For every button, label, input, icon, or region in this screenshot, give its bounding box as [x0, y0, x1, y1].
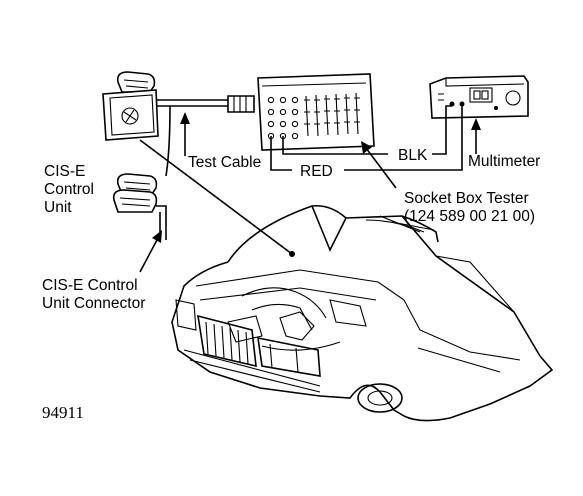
socket-box-tester-icon — [257, 73, 375, 151]
test-cable — [165, 95, 255, 177]
control-unit-connector-icon — [112, 173, 167, 240]
test-cable-label: Test Cable — [188, 154, 261, 171]
svg-text:CIS-E Control: CIS-E Control — [42, 277, 138, 294]
test-cable-arrow-icon — [180, 112, 190, 156]
control-unit-location-line — [139, 139, 295, 257]
connector-label: CIS-E Control Unit Connector — [42, 277, 145, 312]
multimeter-arrow-icon — [471, 118, 481, 154]
multimeter-icon — [429, 75, 529, 119]
connector-arrow-icon — [139, 230, 162, 273]
car-icon — [171, 204, 554, 422]
svg-text:Control: Control — [44, 181, 94, 198]
figure-number: 94911 — [42, 403, 84, 422]
svg-text:Unit Connector: Unit Connector — [42, 295, 145, 312]
svg-text:(124 589 00 21 00): (124 589 00 21 00) — [404, 208, 535, 225]
blk-lead — [282, 105, 452, 155]
svg-text:Unit: Unit — [44, 199, 72, 216]
multimeter-label: Multimeter — [468, 153, 540, 170]
svg-text:Socket Box Tester: Socket Box Tester — [404, 190, 529, 207]
socket-box-tester-arrow-icon — [361, 141, 397, 189]
blk-lead-label: BLK — [398, 147, 428, 164]
control-unit-label: CIS-E Control Unit — [44, 163, 94, 216]
socket-box-tester-label: Socket Box Tester (124 589 00 21 00) — [404, 190, 535, 225]
control-unit-icon — [102, 71, 170, 141]
red-lead-label: RED — [300, 163, 333, 180]
svg-text:CIS-E: CIS-E — [44, 163, 85, 180]
